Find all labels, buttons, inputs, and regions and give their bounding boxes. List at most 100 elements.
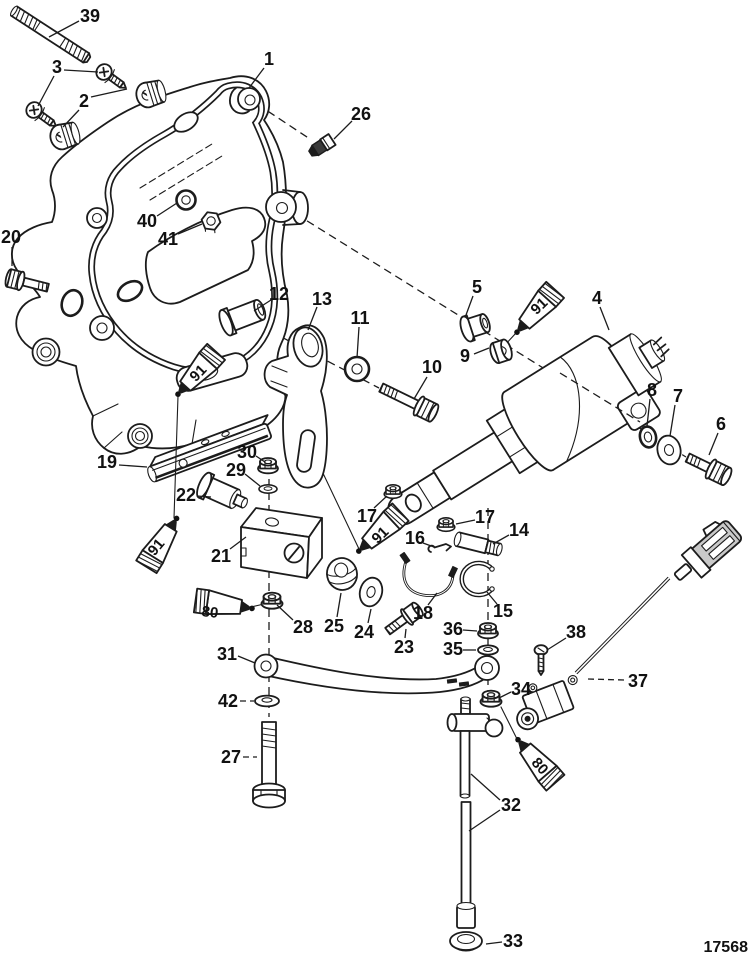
leader-11 — [356, 326, 360, 359]
callout-42: 42 — [218, 691, 238, 711]
callout-22: 22 — [176, 485, 196, 505]
callout-2: 2 — [79, 91, 89, 111]
callout-29: 29 — [226, 460, 246, 480]
callout-13: 13 — [312, 289, 332, 309]
part-ball-joint — [446, 696, 504, 738]
leader-22 — [196, 495, 212, 498]
callout-14: 14 — [509, 520, 529, 540]
part-washer-42 — [254, 694, 280, 708]
callout-27: 27 — [221, 747, 241, 767]
tube-label-80-4: 80 — [201, 603, 220, 622]
callout-4: 4 — [592, 288, 602, 308]
leader-21 — [229, 536, 247, 550]
part-anchor-rail-19 — [147, 414, 272, 483]
callout-3: 3 — [52, 57, 62, 77]
callout-32: 32 — [501, 795, 521, 815]
part-nut-34 — [479, 689, 503, 708]
callout-15: 15 — [493, 601, 513, 621]
leader-13 — [307, 306, 318, 331]
callout-11: 11 — [350, 308, 369, 328]
leader-39 — [48, 20, 80, 38]
part-switch-harness-37 — [516, 520, 742, 731]
leader-30 — [255, 455, 266, 463]
leader-32 — [470, 773, 501, 801]
callout-6: 6 — [716, 414, 726, 434]
callout-39: 39 — [80, 6, 100, 26]
callout-17a: 17 — [357, 506, 377, 526]
part-washer-35 — [477, 644, 499, 656]
part-washer-11 — [343, 355, 371, 383]
callout-30: 30 — [237, 442, 257, 462]
leader-37 — [587, 678, 625, 681]
callout-17b: 17 — [475, 507, 495, 527]
leader-3-1 — [37, 75, 55, 107]
leader-34 — [498, 691, 512, 699]
leader-14 — [492, 534, 510, 545]
callout-34: 34 — [511, 679, 531, 699]
part-shift-shaft-32 — [456, 730, 476, 929]
leader-17b — [455, 519, 476, 525]
leader-4 — [599, 306, 610, 331]
callout-12: 12 — [269, 284, 289, 304]
part-screw-38 — [533, 644, 549, 676]
part-nut-41 — [200, 211, 222, 234]
part-shift-lever-13 — [263, 324, 328, 489]
callout-10: 10 — [422, 357, 442, 377]
part-clip-16 — [427, 543, 452, 553]
leader-29 — [244, 473, 261, 487]
leader-40 — [156, 202, 178, 217]
part-grommet-33 — [449, 931, 483, 952]
part-anchor-block-21 — [240, 507, 323, 579]
part-stud-39 — [10, 5, 92, 64]
leader-24 — [367, 608, 372, 624]
callout-25: 25 — [324, 616, 344, 636]
leader-38 — [546, 637, 567, 651]
drawing-number: 17568 — [704, 939, 749, 956]
callout-38: 38 — [566, 622, 586, 642]
leader-32-1 — [468, 809, 501, 832]
part-bolt-27 — [252, 721, 286, 809]
callout-40: 40 — [137, 211, 157, 231]
leader-15 — [486, 591, 498, 605]
part-gasket-1 — [88, 81, 279, 375]
part-bushing-12 — [218, 298, 267, 337]
callout-18: 18 — [413, 603, 433, 623]
part-lockwasher-8 — [638, 425, 658, 449]
callout-19: 19 — [97, 452, 117, 472]
part-bolt-20 — [4, 268, 50, 293]
callout-1: 1 — [264, 49, 274, 69]
leader-31 — [237, 655, 256, 664]
part-washer-24 — [358, 576, 384, 608]
leader-1 — [248, 67, 265, 89]
shift-switch — [516, 674, 578, 731]
leader-28 — [276, 604, 294, 621]
callout-9: 9 — [460, 346, 470, 366]
leader-8 — [646, 398, 651, 427]
part-nut-36 — [477, 622, 499, 640]
part-nut-28 — [260, 591, 284, 610]
part-nut-17b — [436, 517, 456, 533]
leader-12 — [253, 299, 272, 312]
callout-7: 7 — [673, 386, 683, 406]
callout-24: 24 — [354, 622, 374, 642]
part-grommet-25 — [326, 557, 358, 591]
callout-36: 36 — [443, 619, 463, 639]
callout-35: 35 — [443, 639, 463, 659]
part-bushing-5 — [459, 313, 491, 343]
part-bolt-10 — [378, 382, 440, 423]
part-plug-9 — [489, 338, 513, 365]
callout-31: 31 — [217, 644, 237, 664]
leader-19 — [118, 464, 148, 468]
part-washer-40 — [175, 189, 197, 211]
callout-37: 37 — [628, 671, 648, 691]
leader-6 — [708, 432, 719, 456]
leader-5 — [465, 295, 474, 316]
connector-plug — [680, 520, 742, 579]
callout-5: 5 — [472, 277, 482, 297]
part-shift-actuator-4 — [387, 333, 670, 526]
leader-9 — [473, 347, 490, 355]
leader-25 — [336, 592, 342, 618]
